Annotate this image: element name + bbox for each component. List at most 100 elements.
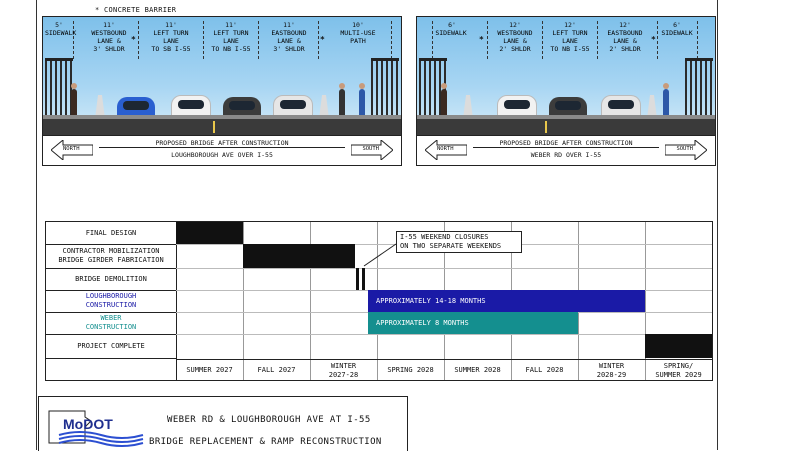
season-label: SPRING/ SUMMER 2029	[645, 359, 712, 381]
loughborough-bridge-rendering: * * 5' SIDEWALK 11' WESTBOUND LANE & 3' …	[43, 17, 401, 135]
lane-divider	[657, 21, 658, 59]
south-label: SOUTH	[362, 146, 379, 152]
pedestrian-figure	[663, 83, 669, 119]
task-label-loughborough: LOUGHBOROUGH CONSTRUCTION	[46, 290, 176, 313]
loughborough-bar: APPROXIMATELY 14-18 MONTHS	[368, 290, 645, 312]
pedestrian-figure	[359, 83, 365, 119]
season-label: SPRING 2028	[377, 359, 444, 381]
barrier-asterisk: *	[131, 35, 136, 44]
center-line	[545, 121, 547, 133]
caption-title: PROPOSED BRIDGE AFTER CONSTRUCTION	[155, 139, 289, 147]
lane-divider	[73, 21, 74, 59]
caption-subtitle: LOUGHBOROUGH AVE OVER I-55	[171, 151, 273, 159]
bridge-deck	[43, 115, 401, 119]
demolition-bar	[362, 268, 365, 290]
caption-rule	[473, 147, 659, 148]
lane-label: LEFT TURN LANE TO SB I-55	[151, 29, 191, 53]
lane-divider	[138, 21, 139, 59]
pedestrian-figure	[441, 83, 447, 119]
mobilization-bar	[243, 244, 355, 268]
final-design-bar	[176, 222, 243, 244]
lane-label: SIDEWALK	[45, 29, 77, 37]
grid-line	[310, 222, 311, 380]
project-subtitle: BRIDGE REPLACEMENT & RAMP RECONSTRUCTION	[149, 437, 382, 447]
construction-schedule: FINAL DESIGN CONTRACTOR MOBILIZATION BRI…	[45, 221, 713, 381]
pedestrian-fence	[45, 58, 73, 119]
lane-divider	[432, 21, 433, 59]
lane-width: 12'	[564, 21, 576, 29]
concrete-barrier	[319, 95, 329, 119]
north-arrow-icon	[51, 140, 93, 160]
north-label: NORTH	[63, 146, 80, 152]
lane-header: * * 5' SIDEWALK 11' WESTBOUND LANE & 3' …	[43, 17, 401, 63]
weber-bridge-panel: * * 6' SIDEWALK 12' WESTBOUND LANE & 2' …	[416, 16, 716, 166]
panel-caption: NORTH PROPOSED BRIDGE AFTER CONSTRUCTION…	[43, 135, 401, 165]
roadway	[43, 119, 401, 135]
grid-line	[176, 268, 712, 269]
loughborough-duration: APPROXIMATELY 14-18 MONTHS	[376, 297, 486, 305]
lane-width: 6'	[673, 21, 681, 29]
season-label: FALL 2027	[243, 359, 310, 381]
task-label-weber: WEBER CONSTRUCTION	[46, 312, 176, 335]
season-label: WINTER 2027-28	[310, 359, 377, 381]
caption-title: PROPOSED BRIDGE AFTER CONSTRUCTION	[499, 139, 633, 147]
lane-width: 12'	[509, 21, 521, 29]
panel-caption: NORTH PROPOSED BRIDGE AFTER CONSTRUCTION…	[417, 135, 715, 165]
callout-leader	[363, 243, 397, 267]
lane-width: 11'	[165, 21, 177, 29]
loughborough-bridge-panel: * * 5' SIDEWALK 11' WESTBOUND LANE & 3' …	[42, 16, 402, 166]
lane-divider	[258, 21, 259, 59]
lane-divider	[697, 21, 698, 59]
lane-label: EASTBOUND LANE & 3' SHLDR	[271, 29, 307, 53]
lane-label: WESTBOUND LANE & 2' SHLDR	[497, 29, 533, 53]
lane-label: LEFT TURN LANE TO NB I-55	[550, 29, 590, 53]
south-arrow-icon	[351, 140, 393, 160]
concrete-barrier	[95, 95, 105, 119]
lane-divider	[203, 21, 204, 59]
grid-line	[243, 222, 244, 380]
lane-divider	[597, 21, 598, 59]
barrier-asterisk: *	[320, 35, 325, 44]
caption-subtitle: WEBER RD OVER I-55	[530, 151, 602, 159]
lane-label: WESTBOUND LANE & 3' SHLDR	[91, 29, 127, 53]
project-complete-bar	[645, 334, 712, 358]
grid-line	[46, 358, 176, 359]
south-arrow-icon	[665, 140, 707, 160]
season-label: WINTER 2028-29	[578, 359, 645, 381]
task-label: FINAL DESIGN	[46, 222, 176, 245]
lane-label: LEFT TURN LANE TO NB I-55	[211, 29, 251, 53]
weber-bar: APPROXIMATELY 8 MONTHS	[368, 312, 578, 334]
demolition-bar	[356, 268, 359, 290]
pedestrian-figure	[71, 83, 77, 119]
lane-divider	[318, 21, 319, 59]
lane-label: SIDEWALK	[435, 29, 467, 37]
title-block: MoDOT WEBER RD & LOUGHBOROUGH AVE AT I-5…	[38, 396, 408, 451]
caption-rule	[99, 147, 345, 148]
lane-label: EASTBOUND LANE & 2' SHLDR	[607, 29, 643, 53]
weber-bridge-rendering: * * 6' SIDEWALK 12' WESTBOUND LANE & 2' …	[417, 17, 715, 135]
season-label: SUMMER 2027	[176, 359, 243, 381]
lane-label: MULTI-USE PATH	[340, 29, 376, 45]
modot-logo-text: MoDOT	[63, 416, 113, 432]
concrete-barrier-note: * CONCRETE BARRIER	[95, 6, 177, 14]
barrier-asterisk: *	[651, 35, 656, 44]
lane-width: 11'	[103, 21, 115, 29]
concrete-barrier	[647, 95, 657, 119]
grid-line	[176, 222, 177, 380]
lane-header: * * 6' SIDEWALK 12' WESTBOUND LANE & 2' …	[417, 17, 715, 63]
north-label: NORTH	[437, 146, 454, 152]
lane-width: 11'	[283, 21, 295, 29]
task-label: CONTRACTOR MOBILIZATION BRIDGE GIRDER FA…	[46, 244, 176, 269]
project-title: WEBER RD & LOUGHBOROUGH AVE AT I-55	[167, 415, 371, 425]
task-label: BRIDGE DEMOLITION	[46, 268, 176, 291]
lane-width: 11'	[225, 21, 237, 29]
grid-line	[176, 334, 712, 335]
south-label: SOUTH	[676, 146, 693, 152]
cyclist-figure	[339, 83, 345, 119]
lane-label: SIDEWALK	[661, 29, 693, 37]
pedestrian-fence	[685, 58, 713, 119]
pedestrian-fence	[371, 58, 399, 119]
modot-logo: MoDOT	[48, 410, 144, 447]
weekend-closure-callout: I-55 WEEKEND CLOSURES ON TWO SEPARATE WE…	[396, 231, 522, 253]
weber-duration: APPROXIMATELY 8 MONTHS	[376, 319, 469, 327]
